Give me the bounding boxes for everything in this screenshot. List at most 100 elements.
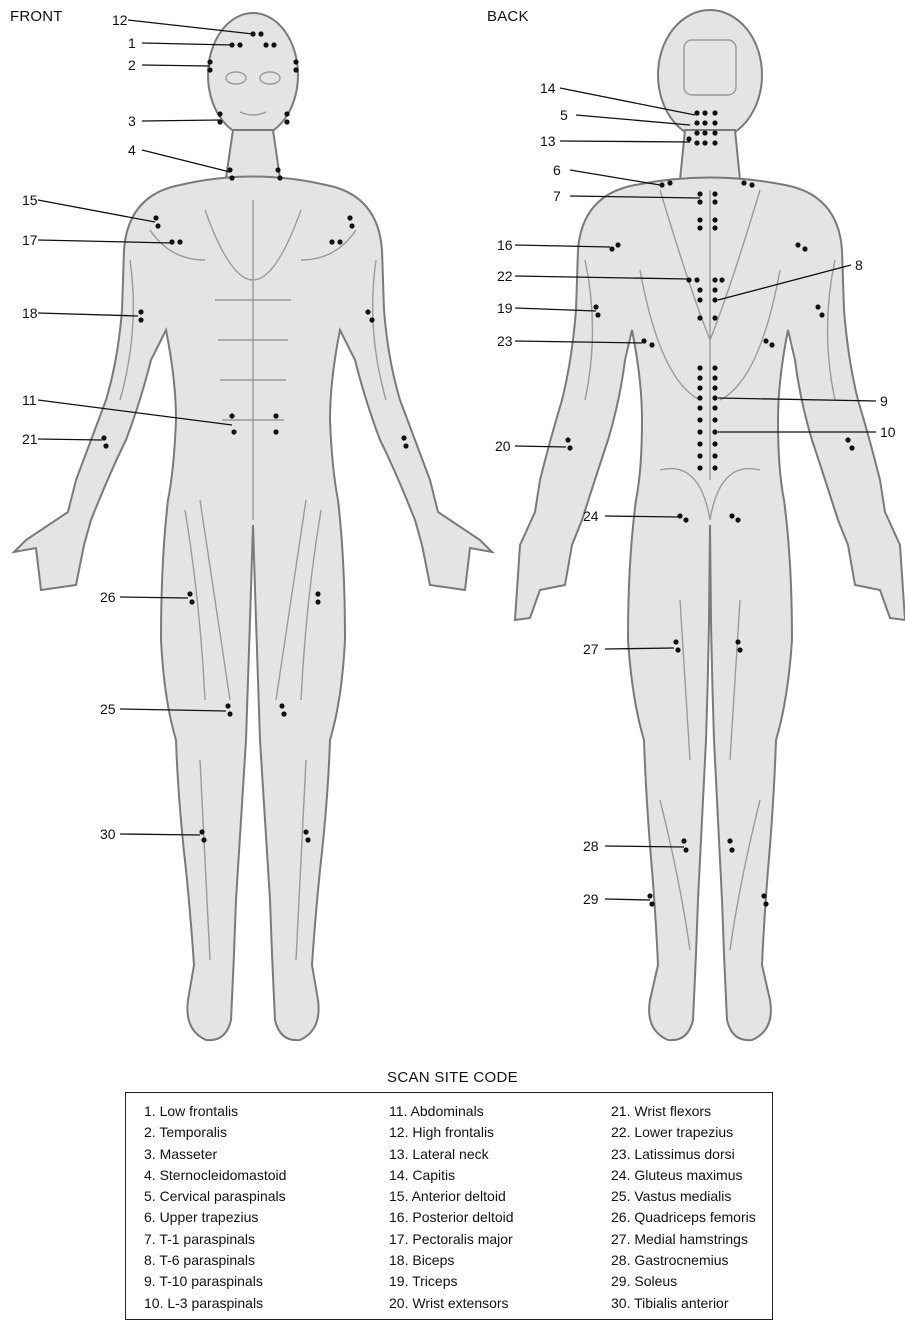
electrode-dot — [284, 119, 289, 124]
callout-number: 27 — [583, 641, 599, 657]
electrode-dot — [649, 901, 654, 906]
callout-number: 24 — [583, 508, 599, 524]
callout-number: 22 — [497, 268, 513, 284]
leader-line — [560, 141, 690, 142]
legend-item: 12. High frontalis — [389, 1122, 514, 1143]
electrode-dot — [763, 338, 768, 343]
callout-number: 4 — [128, 142, 136, 158]
electrode-dot — [761, 893, 766, 898]
legend-item: 5. Cervical paraspinals — [144, 1186, 286, 1207]
callout-number: 16 — [497, 237, 513, 253]
legend-item: 30. Tibialis anterior — [611, 1293, 756, 1314]
callout-number: 10 — [880, 424, 896, 440]
electrode-dot — [697, 429, 702, 434]
electrode-dot — [712, 120, 717, 125]
leader-line — [142, 65, 210, 66]
electrode-dot — [403, 443, 408, 448]
legend-item: 17. Pectoralis major — [389, 1229, 514, 1250]
electrode-dot — [293, 59, 298, 64]
callout-number: 23 — [497, 333, 513, 349]
electrode-dot — [303, 829, 308, 834]
legend-item: 24. Gluteus maximus — [611, 1165, 756, 1186]
electrode-dot — [749, 182, 754, 187]
electrode-dot — [153, 215, 158, 220]
electrode-dot — [735, 517, 740, 522]
electrode-dot — [712, 395, 717, 400]
electrode-dot — [697, 375, 702, 380]
electrode-dot — [258, 31, 263, 36]
callout-number: 7 — [553, 188, 561, 204]
legend-item: 10. L-3 paraspinals — [144, 1293, 286, 1314]
callout-number: 3 — [128, 113, 136, 129]
electrode-dot — [712, 225, 717, 230]
electrode-dot — [138, 317, 143, 322]
electrode-dot — [293, 67, 298, 72]
electrode-dot — [712, 110, 717, 115]
callout-number: 28 — [583, 838, 599, 854]
electrode-dot — [227, 711, 232, 716]
electrode-dot — [712, 429, 717, 434]
electrode-dot — [593, 304, 598, 309]
legend-column-1: 1. Low frontalis2. Temporalis3. Masseter… — [144, 1101, 286, 1314]
electrode-dot — [675, 647, 680, 652]
callout-number: 19 — [497, 300, 513, 316]
electrode-dot — [347, 215, 352, 220]
electrode-dot — [697, 465, 702, 470]
callout-number: 11 — [22, 392, 37, 408]
electrode-dot — [712, 287, 717, 292]
front-view-label: FRONT — [10, 8, 63, 25]
electrode-dot — [697, 385, 702, 390]
electrode-dot — [729, 847, 734, 852]
electrode-dot — [702, 120, 707, 125]
electrode-dot — [697, 297, 702, 302]
electrode-dot — [697, 417, 702, 422]
electrode-dot — [697, 225, 702, 230]
electrode-dot — [138, 309, 143, 314]
electrode-dot — [169, 239, 174, 244]
electrode-dot — [273, 413, 278, 418]
legend-item: 23. Latissimus dorsi — [611, 1144, 756, 1165]
electrode-dot — [279, 703, 284, 708]
electrode-dot — [207, 59, 212, 64]
electrode-dot — [697, 441, 702, 446]
electrode-dot — [207, 67, 212, 72]
electrode-dot — [702, 130, 707, 135]
electrode-dot — [337, 239, 342, 244]
electrode-dot — [217, 119, 222, 124]
electrode-dot — [229, 175, 234, 180]
electrode-dot — [250, 31, 255, 36]
electrode-dot — [712, 375, 717, 380]
electrode-dot — [769, 342, 774, 347]
electrode-dot — [712, 385, 717, 390]
electrode-dot — [729, 513, 734, 518]
legend-item: 16. Posterior deltoid — [389, 1207, 514, 1228]
electrode-dot — [712, 140, 717, 145]
electrode-dot — [284, 111, 289, 116]
electrode-dot — [659, 182, 664, 187]
callout-number: 12 — [112, 12, 128, 28]
legend-item: 8. T-6 paraspinals — [144, 1250, 286, 1271]
electrode-dot — [712, 365, 717, 370]
electrode-dot — [712, 130, 717, 135]
callout-number: 6 — [553, 162, 561, 178]
legend-item: 1. Low frontalis — [144, 1101, 286, 1122]
callout-number: 15 — [22, 192, 38, 208]
electrode-dot — [697, 365, 702, 370]
legend-item: 15. Anterior deltoid — [389, 1186, 514, 1207]
electrode-dot — [697, 453, 702, 458]
electrode-dot — [273, 429, 278, 434]
electrode-dot — [697, 217, 702, 222]
electrode-dot — [819, 312, 824, 317]
electrode-dot — [369, 317, 374, 322]
electrode-dot — [712, 417, 717, 422]
callout-number: 5 — [560, 107, 568, 123]
leader-line — [570, 170, 660, 185]
electrode-dot — [187, 591, 192, 596]
back-view-label: BACK — [487, 8, 529, 25]
electrode-dot — [565, 437, 570, 442]
back-body-silhouette — [515, 10, 905, 1040]
legend-item: 18. Biceps — [389, 1250, 514, 1271]
electrode-dot — [815, 304, 820, 309]
